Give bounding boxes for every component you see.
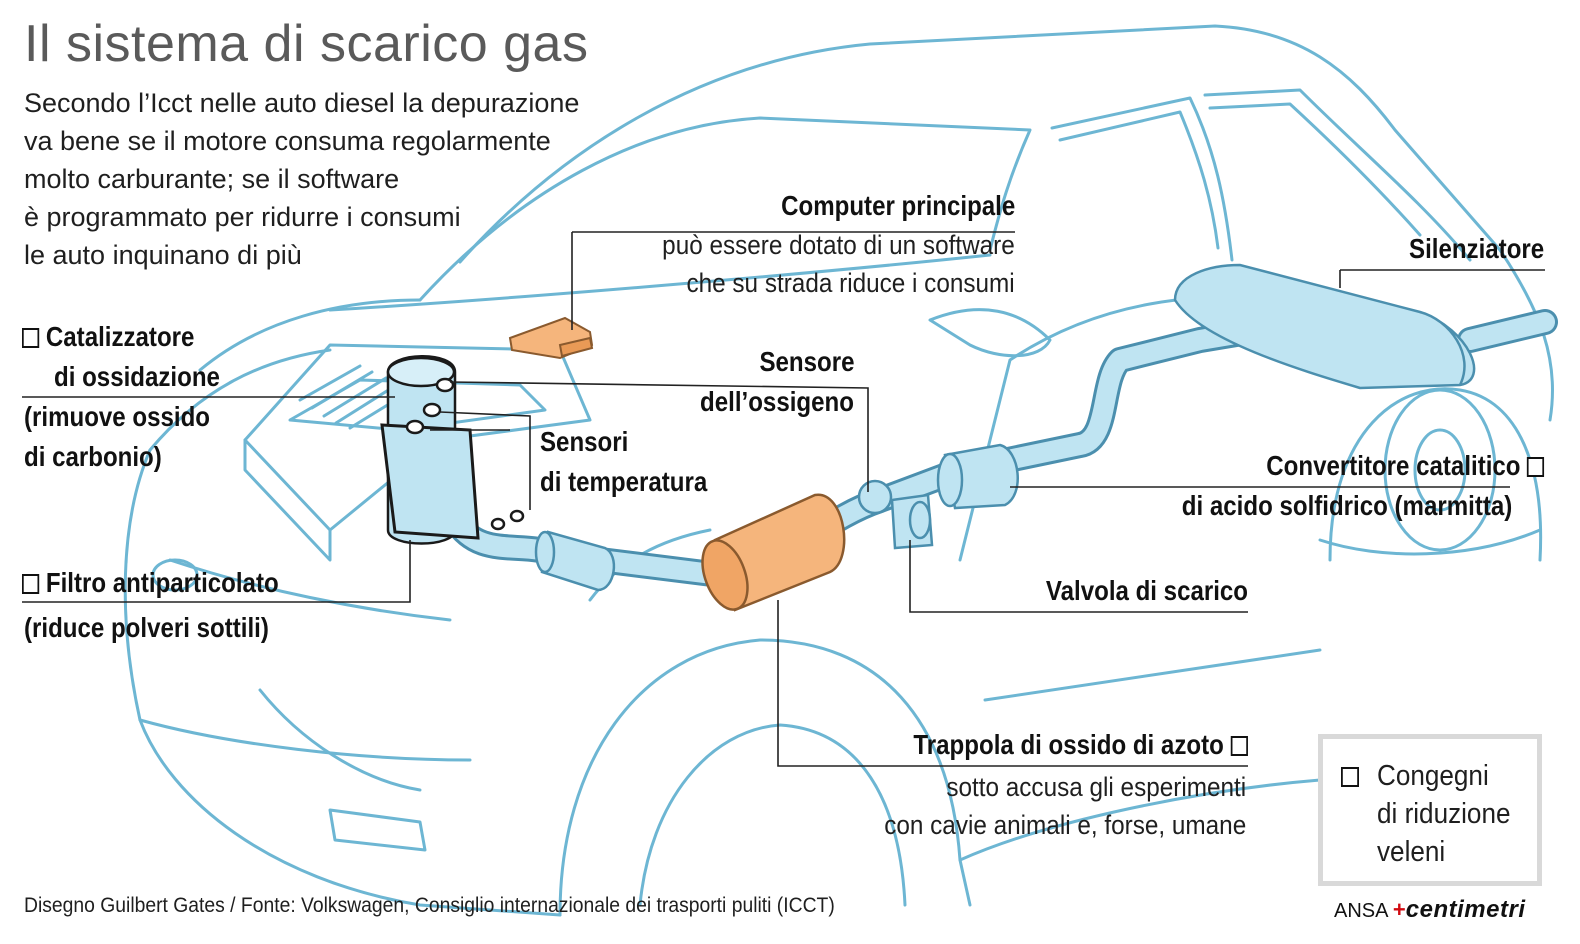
label-convertitore-desc: di acido solfidrico (marmitta) bbox=[1181, 490, 1512, 521]
silencer bbox=[1173, 263, 1476, 390]
label-filtro: Filtro antiparticolato bbox=[22, 567, 279, 599]
label-sensore-ossigeno: Sensore bbox=[758, 346, 854, 377]
nox-trap bbox=[701, 493, 846, 612]
brand-logo: ANSA +centimetri bbox=[1334, 896, 1525, 924]
legend-text: di riduzione bbox=[1377, 798, 1511, 830]
label-catalizzatore-desc-2: di carbonio) bbox=[24, 441, 162, 472]
legend-checkbox-icon bbox=[1341, 767, 1359, 787]
label-catalizzatore: Catalizzatore bbox=[22, 321, 194, 353]
oxygen-sensor-valve bbox=[857, 479, 934, 550]
source-credit: Disegno Guilbert Gates / Fonte: Volkswag… bbox=[24, 894, 835, 917]
label-convertitore-title: Convertitore catalitico bbox=[1265, 450, 1521, 481]
reduction-device-checkbox-icon bbox=[22, 574, 40, 594]
intro-line: va bene se il motore consuma regolarment… bbox=[24, 126, 551, 156]
label-valvola: Valvola di scarico bbox=[1045, 575, 1248, 606]
front-resonator bbox=[534, 530, 616, 592]
reduction-device-checkbox-icon bbox=[1526, 457, 1544, 477]
page-title: Il sistema di scarico gas bbox=[24, 15, 589, 73]
legend-text: veleni bbox=[1377, 836, 1446, 868]
brand-plus-icon: + bbox=[1392, 897, 1406, 922]
label-catalizzatore-title-2: di ossidazione bbox=[54, 361, 220, 392]
label-trappola-line: sotto accusa gli esperimenti bbox=[946, 772, 1246, 802]
reduction-device-checkbox-icon bbox=[22, 328, 40, 348]
legend-text: Congegni bbox=[1377, 760, 1489, 792]
label-convertitore: Convertitore catalitico bbox=[1266, 450, 1544, 482]
reduction-device-checkbox-icon bbox=[1230, 736, 1248, 756]
brand-product: centimetri bbox=[1405, 896, 1526, 923]
label-computer-line: che su strada riduce i consumi bbox=[686, 268, 1015, 298]
brand-agency: ANSA bbox=[1334, 900, 1388, 922]
label-computer-line: può essere dotato di un software bbox=[662, 230, 1015, 260]
intro-paragraph: Secondo l’Icct nelle auto diesel la depu… bbox=[24, 84, 664, 274]
label-catalizzatore-desc: (rimuove ossido bbox=[24, 401, 210, 432]
label-silenziatore: Silenziatore bbox=[1408, 233, 1544, 264]
intro-line: è programmato per ridurre i consumi bbox=[24, 202, 461, 232]
label-filtro-title: Filtro antiparticolato bbox=[45, 567, 279, 598]
label-trappola-line: con cavie animali e, forse, umane bbox=[884, 810, 1246, 840]
label-sensori-temperatura: Sensori bbox=[540, 426, 629, 457]
catalytic-converter bbox=[936, 443, 1019, 510]
intro-line: le auto inquinano di più bbox=[24, 240, 302, 270]
label-trappola: Trappola di ossido di azoto bbox=[914, 729, 1248, 761]
label-sensore-ossigeno-2: dell’ossigeno bbox=[700, 386, 854, 417]
legend-item: Congegni di riduzione veleni bbox=[1341, 757, 1521, 871]
label-computer-title: Computer principale bbox=[780, 190, 1015, 221]
label-trappola-title: Trappola di ossido di azoto bbox=[913, 729, 1225, 760]
label-sensori-temperatura-2: di temperatura bbox=[540, 466, 708, 497]
label-filtro-desc: (riduce polveri sottili) bbox=[24, 612, 269, 643]
legend: Congegni di riduzione veleni bbox=[1318, 734, 1542, 886]
intro-line: molto carburante; se il software bbox=[24, 164, 400, 194]
ecu-box bbox=[508, 316, 594, 360]
leader-lines bbox=[22, 231, 1545, 767]
oxidation-catalyst-canister bbox=[380, 355, 525, 545]
intro-line: Secondo l’Icct nelle auto diesel la depu… bbox=[24, 88, 580, 118]
label-catalizzatore-title: Catalizzatore bbox=[45, 321, 195, 352]
